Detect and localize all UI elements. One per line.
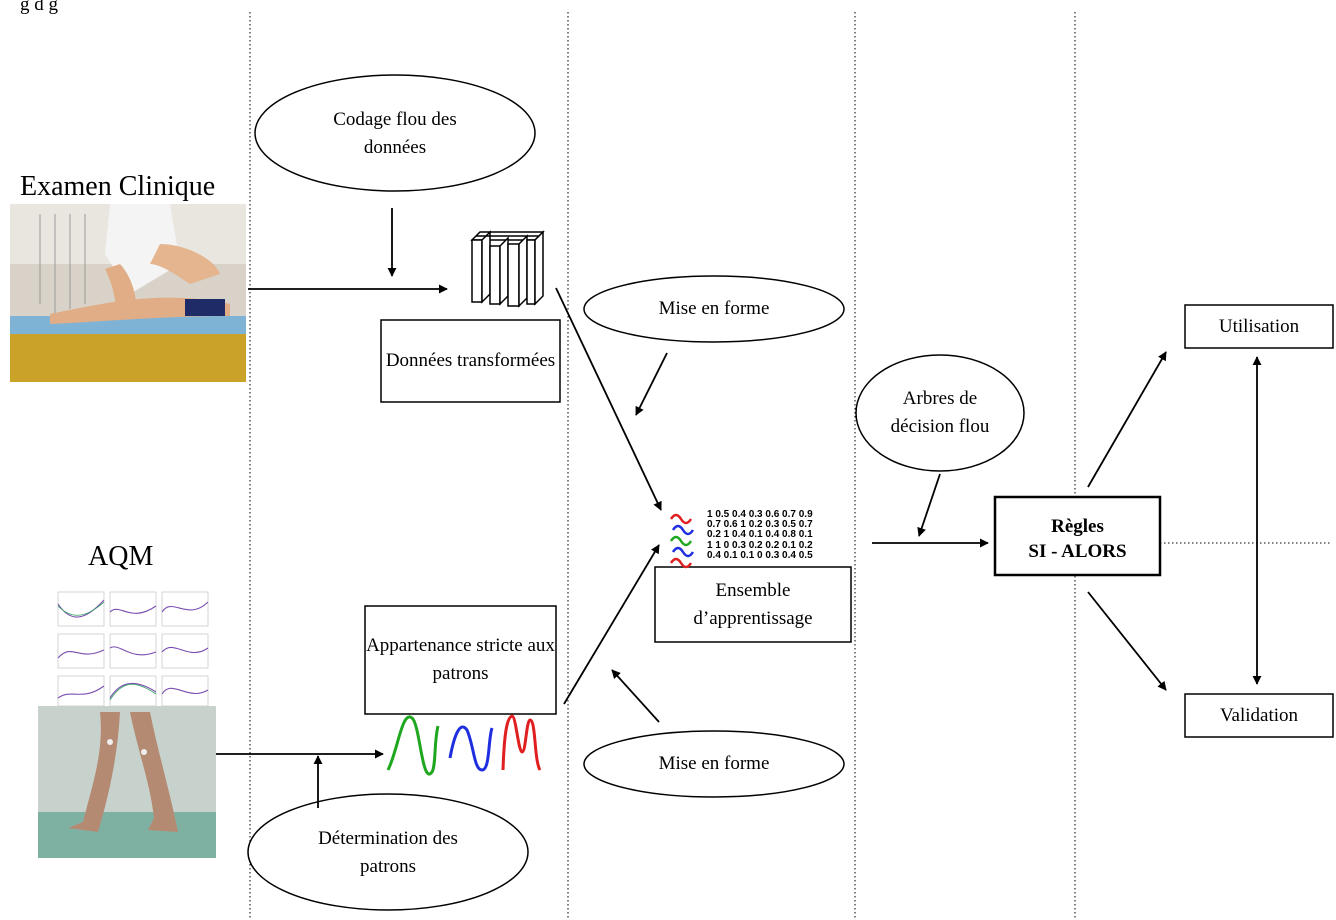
matrix-wave-red-1 <box>669 513 693 525</box>
arrow-to-validation <box>1087 591 1167 691</box>
arrow-patrons-to-ensemble <box>563 544 660 705</box>
arrow-to-utilisation <box>1087 351 1167 488</box>
aqm-photo <box>38 582 216 858</box>
top-caption: g d g <box>20 0 58 15</box>
ellipse-determination <box>247 793 529 911</box>
mise-en-forme-bottom-label: Mise en forme <box>658 753 770 775</box>
matrix-wave-blue-1 <box>671 524 695 536</box>
wave-green <box>386 715 440 776</box>
ellipse-mise-en-forme-top <box>583 275 845 343</box>
validation-label: Validation <box>1219 704 1299 726</box>
determination-patrons-label: Détermination des patrons <box>318 828 458 877</box>
matrix-wave-red-2 <box>669 557 693 569</box>
codage-flou-label: Codage flou des données <box>333 109 457 158</box>
arbres-decision-label: Arbres de décision flou <box>890 388 990 437</box>
rect-validation <box>1184 693 1334 738</box>
wave-red <box>501 714 542 771</box>
column-dividers <box>249 12 1330 920</box>
utilisation-label: Utilisation <box>1218 315 1300 337</box>
bars-icon <box>470 230 545 308</box>
matrix-wave-blue-2 <box>671 546 695 558</box>
matrix-row-5: 0.4 0.1 0.1 0 0.3 0.4 0.5 <box>707 550 813 561</box>
matrix-waves <box>669 513 695 569</box>
arrow-bars-to-ensemble <box>555 287 662 511</box>
label-aqm: AQM <box>88 540 154 572</box>
matrix-row-1: 1 0.5 0.4 0.3 0.6 0.7 0.9 <box>707 509 813 520</box>
ellipse-mise-en-forme-bottom <box>583 730 845 798</box>
appartenance-label: Appartenance stricte aux patrons <box>366 635 555 684</box>
matrix-row-4: 1 1 0 0.3 0.2 0.2 0.1 0.2 <box>707 540 813 551</box>
ensemble-apprentissage-label: Ensemble d’apprentissage <box>693 579 813 629</box>
arrow-mise-top <box>635 352 668 416</box>
ellipse-codage <box>254 74 536 192</box>
label-examen-clinique: Examen Clinique <box>20 170 216 202</box>
rect-ensemble <box>654 566 852 643</box>
rect-regles <box>993 495 1162 577</box>
regles-label: Règles <box>1051 516 1104 538</box>
si-alors-label: SI - ALORS <box>1028 541 1127 563</box>
rect-appartenance <box>364 605 557 715</box>
arrows <box>215 208 1167 808</box>
matrix-row-3: 0.2 1 0.4 0.1 0.4 0.8 0.1 <box>707 529 813 540</box>
clinical-exam-photo <box>10 204 246 382</box>
arrow-arbres-down <box>917 473 941 537</box>
donnees-transformees-label: Données transformées <box>385 350 556 372</box>
matrix-wave-green <box>669 535 693 547</box>
mise-en-forme-top-label: Mise en forme <box>658 298 770 320</box>
pattern-waves <box>386 714 542 776</box>
rect-donnees <box>380 319 561 403</box>
ellipse-arbres <box>855 354 1025 472</box>
rect-utilisation <box>1184 304 1334 349</box>
matrix-row-2: 0.7 0.6 1 0.2 0.3 0.5 0.7 <box>707 519 813 530</box>
arrow-mise-bottom <box>611 669 660 723</box>
wave-blue <box>448 725 494 772</box>
